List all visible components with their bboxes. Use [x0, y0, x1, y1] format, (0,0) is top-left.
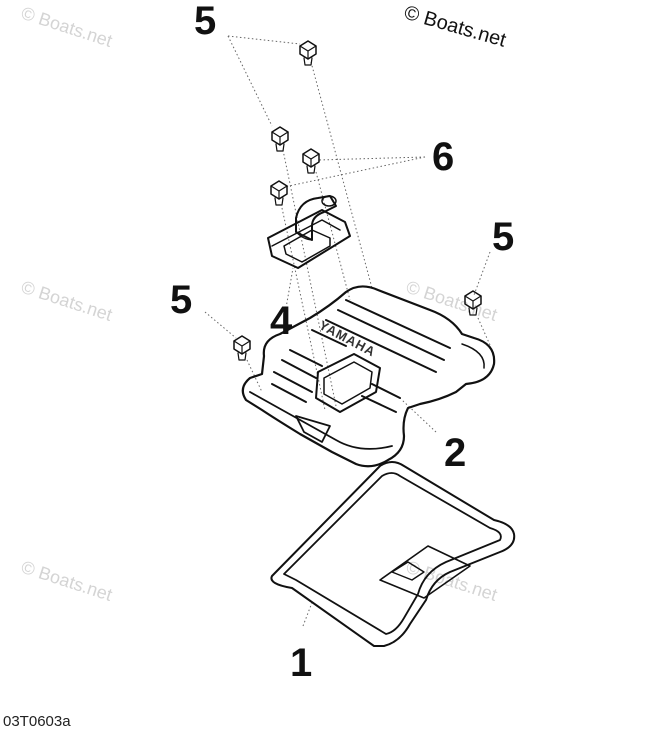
leader-6-b [283, 156, 426, 188]
bolt-5-top [299, 40, 317, 66]
callout-part-2: 2 [444, 431, 466, 475]
breather-cap-part-4 [267, 195, 351, 269]
callout-part-5-right: 5 [492, 215, 514, 259]
bolt-5-right [464, 290, 482, 316]
callout-part-1: 1 [290, 641, 312, 685]
axis-bolt-left [246, 359, 263, 393]
axis-bolt-top [310, 61, 373, 289]
callout-part-5-top: 5 [194, 0, 216, 43]
leader-5-left [204, 311, 237, 339]
bolt-6-lower [270, 180, 288, 206]
leader-5-right [473, 251, 491, 296]
bolt-5-left [233, 335, 251, 361]
watermark-bottom-right: © Boats.net [404, 557, 500, 605]
watermark-mid-right: © Boats.net [404, 277, 500, 325]
watermark-layer: © Boats.net © Boats.net © Boats.net © Bo… [19, 3, 500, 605]
watermark-mid-left: © Boats.net [19, 277, 115, 325]
callout-part-4: 4 [270, 299, 293, 343]
leader-5-top-a [227, 35, 301, 45]
copyright-notice: © Boats.net [402, 2, 509, 52]
callout-part-5-left: 5 [170, 278, 192, 322]
leader-4 [285, 267, 294, 309]
leader-1 [302, 599, 314, 627]
bolt-5-upper-left [271, 126, 289, 152]
watermark-top-left: © Boats.net [19, 3, 115, 51]
bolt-6-upper [302, 148, 320, 174]
head-cover-part-2: YAMAHA [241, 285, 496, 468]
diagram-reference-code: 03T0603a [3, 713, 71, 729]
gasket-part-1 [270, 461, 516, 647]
watermark-bottom-left: © Boats.net [19, 557, 115, 605]
leader-6-a [317, 156, 426, 161]
axis-bolt-six [315, 171, 351, 301]
axis-bolt-right [477, 317, 491, 346]
callout-part-6: 6 [432, 135, 454, 179]
leader-5-top-b [227, 35, 273, 127]
